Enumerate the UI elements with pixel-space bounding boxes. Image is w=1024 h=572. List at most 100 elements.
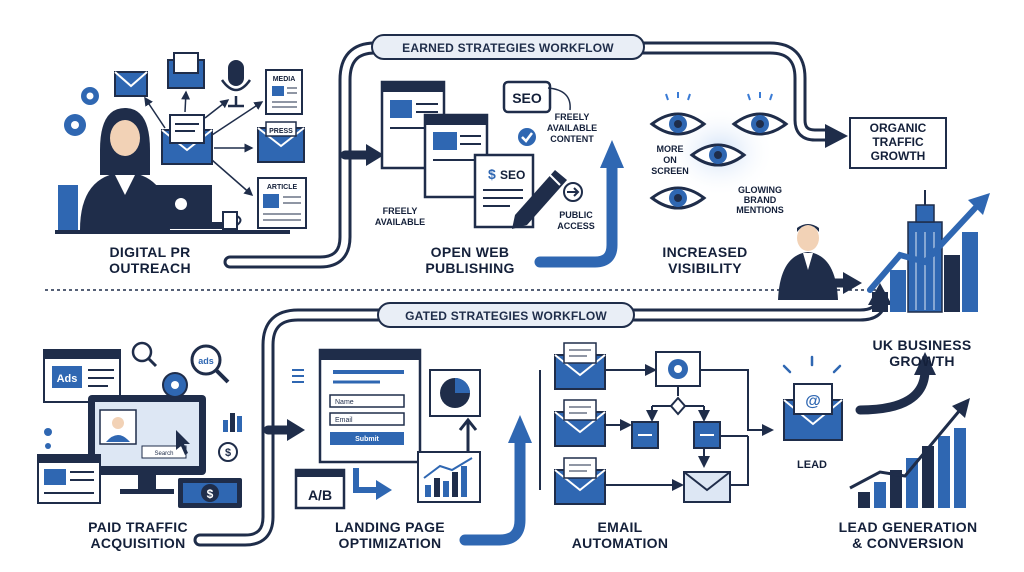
freely-available-line2: AVAILABLE bbox=[375, 217, 425, 227]
eye-icon bbox=[649, 186, 707, 210]
laptop-icon bbox=[140, 185, 222, 229]
lead-title-line1: LEAD GENERATION bbox=[839, 519, 978, 535]
action-node-icon bbox=[631, 421, 659, 449]
seo-doc-label: SEO bbox=[500, 168, 525, 182]
public-access-line2: ACCESS bbox=[557, 221, 595, 231]
outreach-title-line1: DIGITAL PR bbox=[109, 244, 190, 260]
outreach-title-line2: OUTREACH bbox=[109, 260, 191, 276]
microphone-icon bbox=[220, 60, 252, 108]
seo-badge-label: SEO bbox=[512, 90, 542, 106]
landing-page-section: Name Email Submit A/B bbox=[292, 348, 481, 551]
dollar-bill-icon: $ bbox=[178, 478, 242, 508]
growth-chart-icon bbox=[417, 451, 481, 503]
business-growth-line1: UK BUSINESS bbox=[873, 337, 972, 353]
action-node-icon bbox=[693, 421, 721, 449]
earned-workflow-title: EARNED STRATEGIES WORKFLOW bbox=[402, 41, 614, 55]
organic-line1: ORGANIC bbox=[870, 121, 927, 135]
visibility-title-line1: INCREASED bbox=[662, 244, 747, 260]
businessman-icon bbox=[778, 224, 838, 300]
chart-bar bbox=[872, 292, 888, 312]
organic-traffic-growth-box: ORGANIC TRAFFIC GROWTH bbox=[849, 117, 947, 169]
at-sign-icon: @ bbox=[805, 393, 821, 410]
media-label: MEDIA bbox=[273, 76, 296, 83]
landing-title-line1: LANDING PAGE bbox=[335, 519, 445, 535]
paid-traffic-section: Ads Search bbox=[37, 341, 242, 551]
chart-bar bbox=[938, 436, 950, 508]
submit-button-label: Submit bbox=[355, 436, 379, 443]
envelope-icon bbox=[554, 342, 606, 390]
ads-magnifier-icon: ads bbox=[190, 344, 230, 384]
business-growth-skyline: UK BUSINESS GROWTH bbox=[867, 190, 990, 369]
email-automation-section: EMAIL AUTOMATION bbox=[539, 342, 774, 551]
glowing-brand-mentions-line1: GLOWING bbox=[738, 185, 782, 195]
svg-text:$: $ bbox=[225, 447, 231, 459]
dollar-coin-icon: $ bbox=[218, 442, 238, 462]
pen-icon bbox=[512, 170, 567, 229]
svg-text:$: $ bbox=[207, 487, 214, 501]
ab-label: A/B bbox=[308, 487, 332, 503]
chart-bar bbox=[944, 255, 960, 312]
email-title-line2: AUTOMATION bbox=[572, 535, 669, 551]
name-field-label: Name bbox=[335, 399, 354, 406]
ads-magnifier-label: ads bbox=[198, 356, 214, 366]
eye-icon bbox=[689, 143, 747, 167]
chart-bar bbox=[890, 470, 902, 508]
landing-title-line2: OPTIMIZATION bbox=[339, 535, 442, 551]
landing-page-window: Name Email Submit bbox=[318, 348, 422, 464]
freely-available-content-line2: AVAILABLE bbox=[547, 123, 597, 133]
envelope-icon bbox=[683, 471, 731, 503]
lead-generation-section: @ LEAD LEAD GENERATION & CONVERSION bbox=[782, 355, 978, 551]
envelope-icon bbox=[554, 399, 606, 447]
checkmark-icon bbox=[518, 128, 536, 146]
coffee-cup-icon bbox=[222, 211, 242, 230]
freely-available-content-line3: CONTENT bbox=[550, 134, 594, 144]
open-web-publishing-section: SEO $ SEO FREELY AVAILABLE CONTENT FREEL… bbox=[375, 80, 597, 276]
email-field-label: Email bbox=[335, 417, 353, 424]
more-on-screen-line2: ON bbox=[663, 155, 677, 165]
article-newspaper-icon: ARTICLE bbox=[257, 177, 307, 229]
ad-window-icon bbox=[37, 454, 101, 504]
more-on-screen-line1: MORE bbox=[657, 144, 684, 154]
conversion-chart bbox=[849, 398, 970, 508]
cursor-icon bbox=[176, 430, 190, 455]
ab-test-icon: A/B bbox=[294, 468, 346, 510]
press-label: PRESS bbox=[269, 128, 293, 135]
ads-window-icon: Ads bbox=[43, 349, 121, 403]
chart-icon bbox=[223, 413, 242, 432]
publishing-title-line2: PUBLISHING bbox=[425, 260, 514, 276]
media-document-icon: MEDIA bbox=[265, 69, 303, 115]
pie-chart-icon bbox=[429, 369, 481, 417]
location-pin-icon bbox=[162, 372, 188, 398]
email-field[interactable] bbox=[329, 412, 405, 426]
glowing-brand-mentions-line3: MENTIONS bbox=[736, 205, 784, 215]
organic-line2: TRAFFIC bbox=[872, 135, 924, 149]
glowing-brand-mentions-line2: BRAND bbox=[744, 195, 777, 205]
gear-icon bbox=[655, 351, 701, 387]
envelope-icon bbox=[554, 457, 606, 505]
submit-button[interactable] bbox=[330, 432, 404, 445]
growth-arrow-icon bbox=[867, 202, 981, 293]
earned-workflow-pill: EARNED STRATEGIES WORKFLOW bbox=[371, 34, 645, 60]
increased-visibility-section: MORE ON SCREEN GLOWING BRAND MENTIONS IN… bbox=[649, 92, 838, 300]
monitor-icon: Search bbox=[88, 395, 206, 494]
person-at-laptop-icon bbox=[58, 108, 170, 230]
paid-traffic-title-line2: ACQUISITION bbox=[90, 535, 185, 551]
eye-icon bbox=[731, 112, 789, 136]
chart-bar bbox=[890, 270, 906, 312]
paid-traffic-title-line1: PAID TRAFFIC bbox=[88, 519, 188, 535]
business-growth-line2: GROWTH bbox=[889, 353, 955, 369]
chart-bar bbox=[922, 446, 934, 508]
envelope-icon bbox=[161, 114, 213, 165]
chart-bar bbox=[858, 492, 870, 508]
public-access-line1: PUBLIC bbox=[559, 210, 593, 220]
name-field[interactable] bbox=[329, 394, 405, 408]
lead-title-line2: & CONVERSION bbox=[852, 535, 964, 551]
search-field-label: Search bbox=[154, 451, 173, 457]
digital-pr-outreach-section: MEDIA PRESS ARTICLE DIGITAL PR bbox=[55, 52, 307, 276]
email-title-line1: EMAIL bbox=[597, 519, 642, 535]
press-envelope-icon: PRESS bbox=[257, 121, 305, 163]
organic-line3: GROWTH bbox=[871, 149, 926, 163]
decision-node-icon bbox=[669, 396, 687, 416]
envelope-icon bbox=[114, 71, 148, 97]
